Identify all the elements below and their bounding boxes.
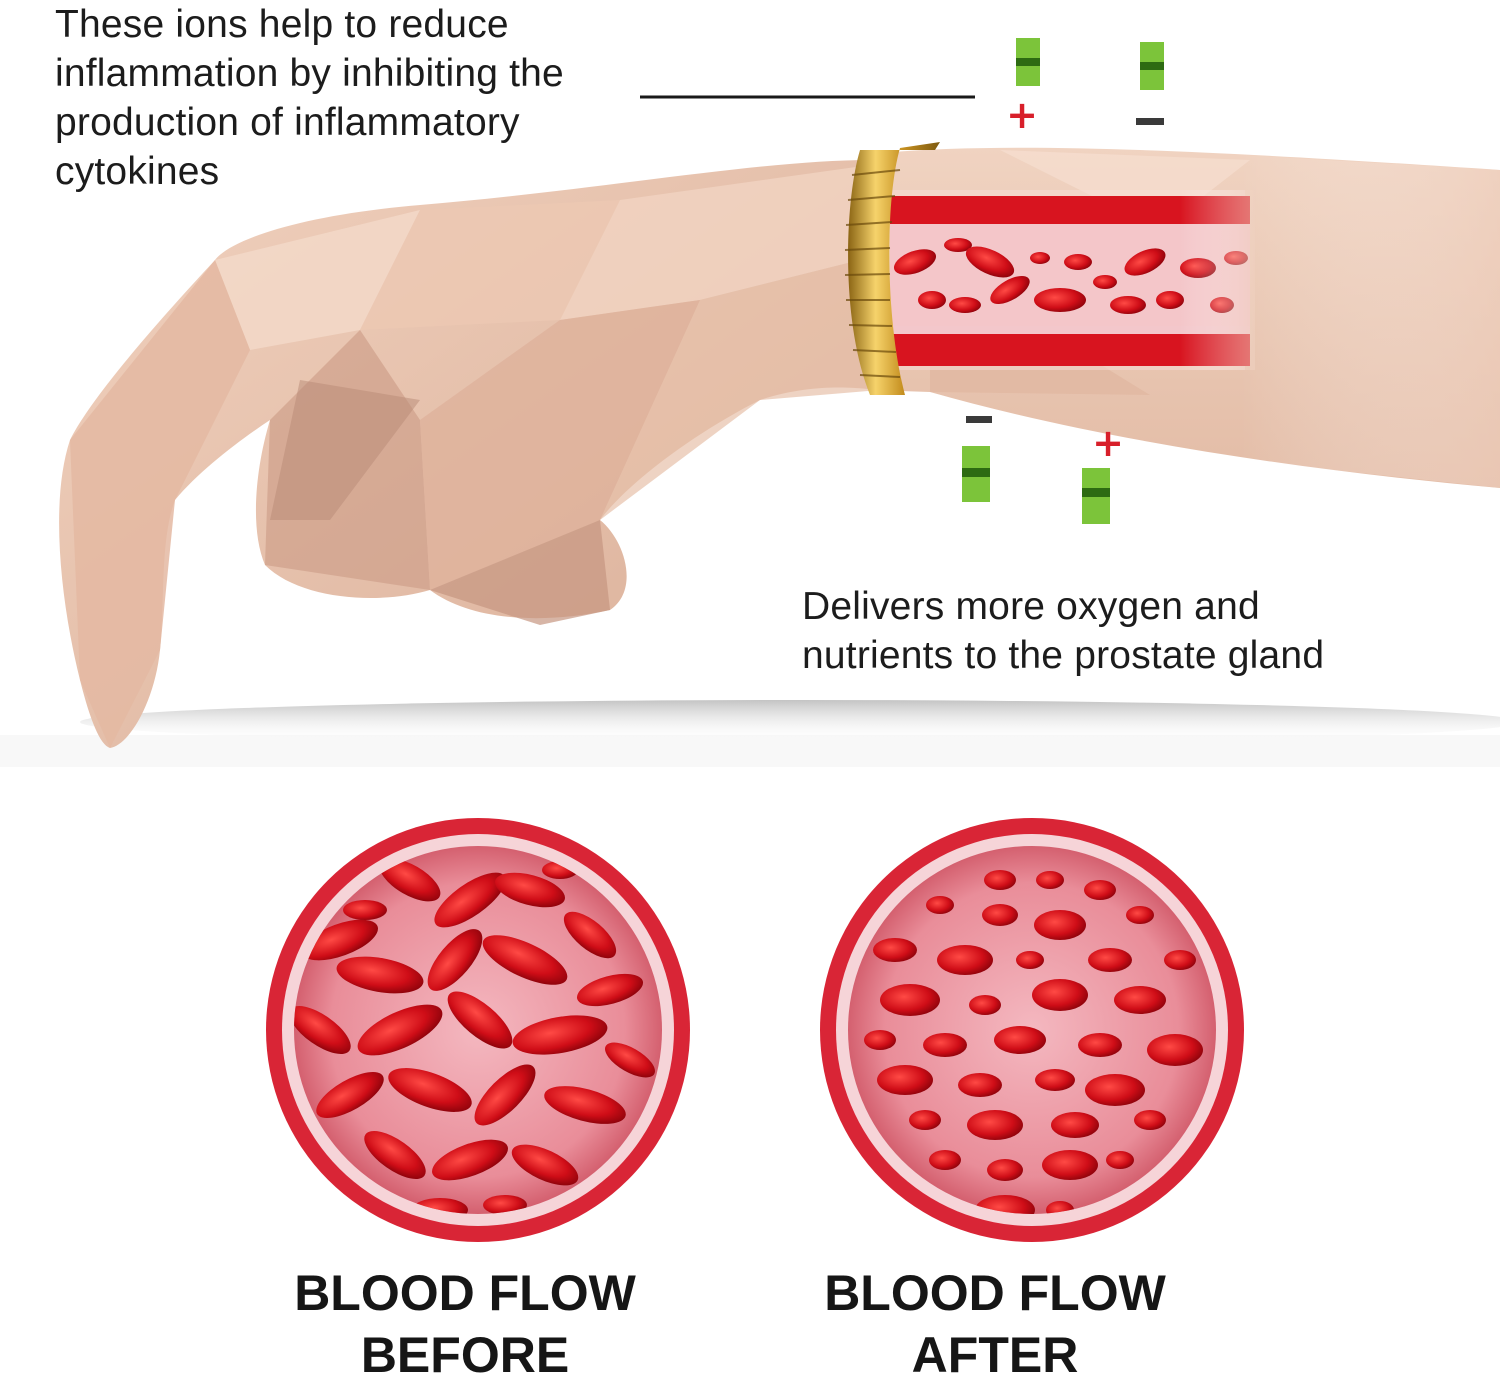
blood-flow-after-circle [820, 818, 1244, 1242]
callout-line: nutrients to the prostate gland [802, 634, 1325, 677]
wrist-blood-vessel [885, 190, 1255, 370]
callout-line: These ions help to reduce [55, 3, 509, 46]
inflammation-callout: These ions help to reduce inflammation b… [55, 0, 695, 196]
floor-shadow [0, 700, 1500, 767]
callout-line: Delivers more oxygen and [802, 585, 1260, 628]
ion-marker-positive-top: + [1006, 38, 1040, 137]
blood-flow-after-label: BLOOD FLOW AFTER [795, 1262, 1195, 1386]
gold-bracelet [844, 142, 940, 395]
plus-sign: + [1006, 93, 1038, 137]
hand [59, 160, 880, 748]
ion-marker-positive-bottom: + [1082, 421, 1124, 524]
callout-line: production of inflammatory [55, 101, 520, 144]
plus-sign: + [1092, 421, 1124, 465]
label-line: BLOOD FLOW [824, 1265, 1166, 1321]
blood-flow-before-label: BLOOD FLOW BEFORE [265, 1262, 665, 1386]
blood-flow-before-circle [266, 818, 690, 1242]
label-line: BLOOD FLOW [294, 1265, 636, 1321]
label-line: BEFORE [360, 1327, 570, 1383]
ion-marker-negative-bottom [962, 416, 992, 502]
label-line: AFTER [911, 1327, 1079, 1383]
callout-line: cytokines [55, 150, 220, 193]
callout-line: inflammation by inhibiting the [55, 52, 564, 95]
ion-marker-negative-top [1136, 42, 1164, 125]
oxygen-callout: Delivers more oxygen and nutrients to th… [802, 582, 1482, 680]
